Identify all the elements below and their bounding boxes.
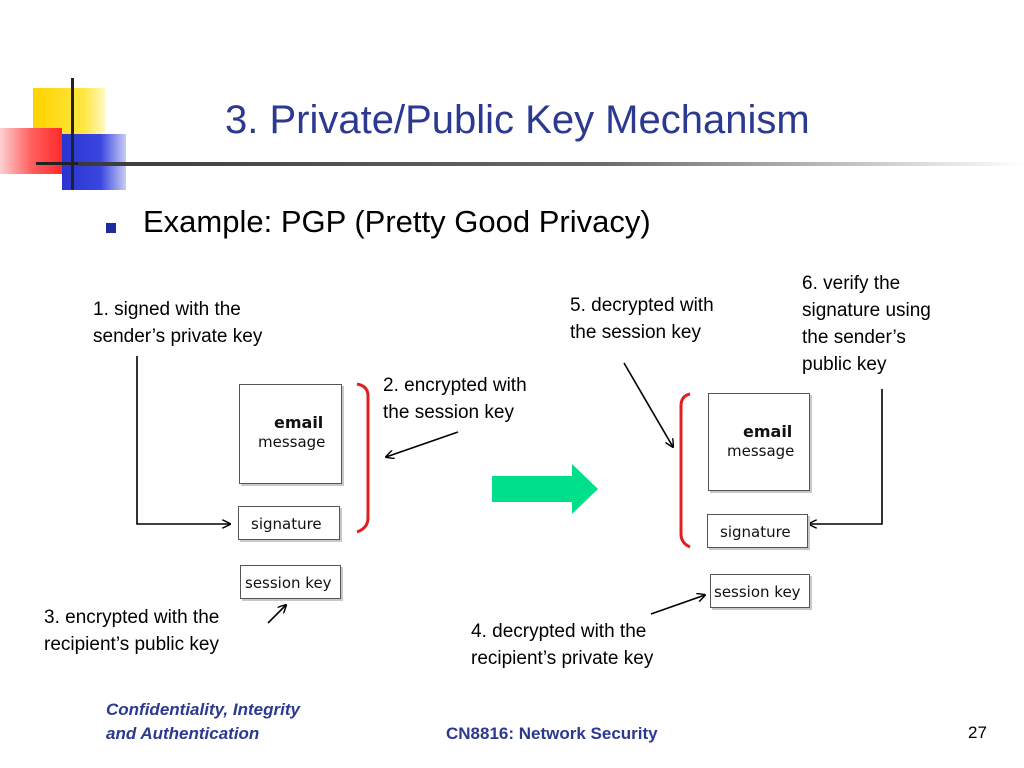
transfer-arrow [492,464,598,514]
step5-line1: 5. decrypted with [570,295,714,316]
step3-arrow [267,605,286,624]
sender-message-word: message [258,433,326,451]
footer-left-line2: and Authentication [106,724,260,743]
logo-vertical-line [71,78,74,190]
recipient-signature-box: signature [707,514,808,548]
sender-signature-label: signature [251,515,322,533]
recipient-session-key-label: session key [714,583,801,601]
recipient-email-word: email [743,422,793,441]
slide-title: 3. Private/Public Key Mechanism [225,98,810,142]
sender-signature-box: signature [238,506,340,540]
sender-email-message-box: email message [239,384,342,484]
footer-course-topic: Confidentiality, Integrity and Authentic… [106,698,300,746]
step6-connector [809,389,883,524]
step1-line2: sender’s private key [93,326,263,347]
step6-note: 6. verify the signature using the sender… [802,270,931,378]
recipient-signature-label: signature [720,523,791,541]
footer-left-line1: Confidentiality, Integrity [106,700,300,719]
step5-arrow [623,362,673,447]
step3-note: 3. encrypted with the recipient’s public… [44,604,219,658]
recipient-session-key-box: session key [710,574,810,608]
step2-note: 2. encrypted with the session key [383,372,527,426]
sender-session-key-box: session key [240,565,341,599]
step1-connector [136,356,230,524]
recipient-bracket [679,392,691,549]
step2-arrow [386,431,459,457]
step6-line4: public key [802,354,887,375]
step4-line2: recipient’s private key [471,648,654,669]
step1-line1: 1. signed with the [93,299,241,320]
bullet-marker [106,223,116,233]
sender-session-key-label: session key [245,574,332,592]
step2-line2: the session key [383,402,514,423]
step2-line1: 2. encrypted with [383,375,527,396]
step4-note: 4. decrypted with the recipient’s privat… [471,618,653,672]
step1-note: 1. signed with the sender’s private key [93,296,262,350]
step4-arrow [650,595,705,615]
recipient-email-message-box: email message [708,393,810,491]
step5-line2: the session key [570,322,701,343]
recipient-message-word: message [727,442,795,460]
logo-red-square [0,128,62,174]
page-number: 27 [968,723,987,742]
bullet-text: Example: PGP (Pretty Good Privacy) [143,204,651,239]
footer-course-name: CN8816: Network Security [446,724,658,743]
sender-email-word: email [274,413,324,432]
step6-line2: signature using [802,300,931,321]
step3-line2: recipient’s public key [44,634,219,655]
title-underline [78,162,1024,166]
step6-line1: 6. verify the [802,273,901,294]
step3-line1: 3. encrypted with the [44,607,220,628]
step5-note: 5. decrypted with the session key [570,292,714,346]
sender-bracket [356,382,370,534]
logo-horizontal-line [36,162,96,165]
step6-line3: the sender’s [802,327,906,348]
step4-line1: 4. decrypted with the [471,621,647,642]
